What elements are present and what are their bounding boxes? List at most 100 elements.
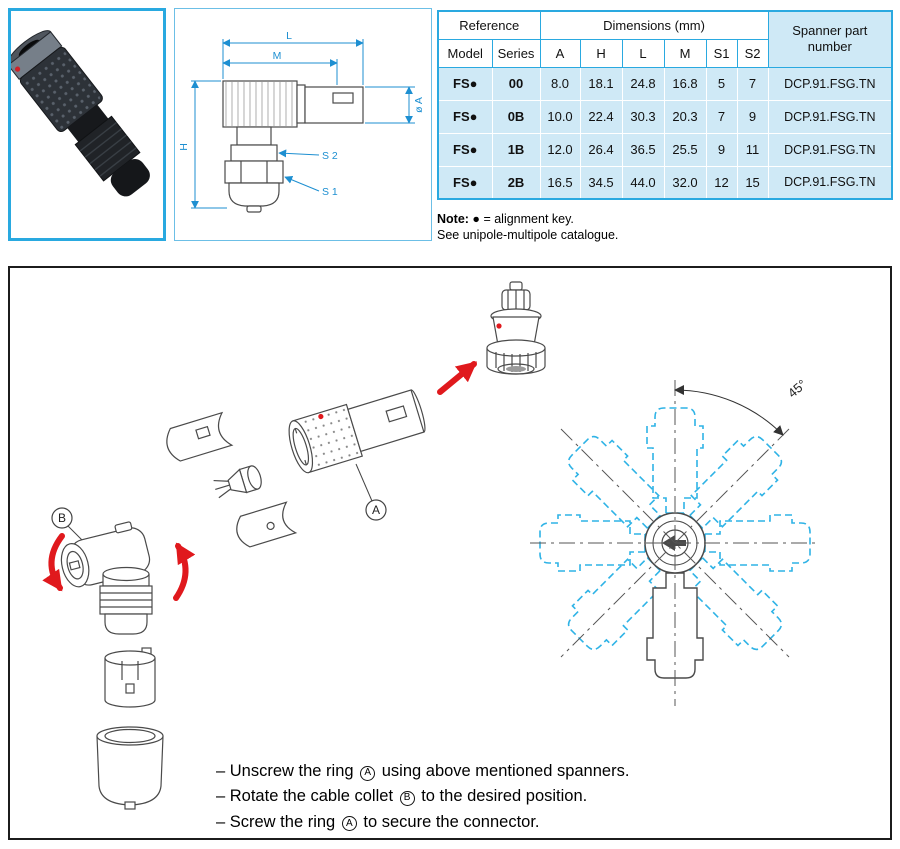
dim-s1-cell: 5 [705,66,738,101]
dim-l-cell: 30.3 [621,99,665,134]
dim-l-cell: 36.5 [621,132,665,167]
dim-s2-cell: 11 [736,132,769,167]
callout-b: B [51,507,83,541]
col-series: Series [491,38,541,68]
dim-a-cell: 8.0 [539,66,581,101]
center-line-diagonal [560,428,790,658]
dim-m-cell: 16.8 [663,66,707,101]
callout-a-inline: A [360,765,376,781]
dim-s1-cell: 7 [705,99,738,134]
table-header-spanner: Spanner part number [767,10,893,68]
note-label: Note: [437,212,469,226]
dim-a-cell: 12.0 [539,132,581,167]
connector-photo-illustration [7,30,150,197]
dimension-drawing: L M H ø A S 2 S 1 [178,30,425,213]
product-photo-frame [7,8,166,241]
series-cell: 1B [491,132,541,167]
dim-m-cell: 32.0 [663,165,707,200]
alignment-key-dot [318,413,324,420]
instruction-text: to the desired position. [416,787,588,806]
callout-b-inline: B [399,790,415,806]
instruction-text: to secure the connector. [358,812,540,831]
table-subheader-row: Model Series A H L M S1 S2 [437,38,892,68]
col-m: M [663,38,707,68]
dim-label-S1: S 1 [322,186,338,198]
instruction-line: – Rotate the cable collet B to the desir… [216,785,816,807]
connector-side-view [222,80,364,213]
instruction-text: using above mentioned spanners. [377,762,630,780]
dim-label-S2: S 2 [322,150,338,162]
dim-h-cell: 22.4 [579,99,623,134]
callout-a: A [355,463,387,521]
center-line-diagonal [560,428,790,658]
dim-label-M: M [273,50,282,62]
angle-arc [674,385,784,436]
dim-s2-cell: 15 [736,165,769,200]
spanner-cell: DCP.91.FSG.TN [767,132,893,167]
dim-h-cell: 18.1 [579,66,623,101]
rotate-arrow-left [42,533,65,592]
col-a: A [539,38,581,68]
part-contact-insert [213,465,262,499]
table-row: FS● 0B 10.0 22.4 30.3 20.3 7 9 DCP.91.FS… [437,99,893,134]
part-collet [104,647,156,708]
dim-s2-cell: 7 [736,66,769,101]
dim-label-H: H [178,143,190,151]
series-cell: 00 [491,66,541,101]
table-header-row: Reference Dimensions (mm) Spanner part n… [437,10,893,68]
table-header-reference: Reference [437,10,541,40]
dim-s2-cell: 9 [736,99,769,134]
dim-a-cell: 16.5 [539,165,581,200]
instruction-line: – Unscrew the ring A using above mention… [216,760,816,782]
col-h: H [579,38,623,68]
part-cable-collet [60,521,153,635]
spanner-cell: DCP.91.FSG.TN [767,99,893,134]
col-s2: S2 [736,38,769,68]
angle-label: 45° [785,376,810,400]
series-cell: 0B [491,99,541,134]
model-cell: FS● [437,99,493,134]
model-cell: FS● [437,132,493,167]
exploded-view: A [42,281,546,810]
spanner-cell: DCP.91.FSG.TN [767,66,893,101]
col-model: Model [437,38,493,68]
connector-photo-body [7,30,150,197]
assembly-arrow [437,361,478,395]
table-row: FS● 2B 16.5 34.5 44.0 32.0 12 15 DCP.91.… [437,165,893,200]
part-rear-nut [486,281,546,375]
callout-b-label: B [58,511,66,525]
callout-a-label: A [372,503,380,517]
model-cell: FS● [437,165,493,200]
spanner-cell: DCP.91.FSG.TN [767,165,893,200]
dim-s1-cell: 9 [705,132,738,167]
dim-m-cell: 20.3 [663,99,707,134]
dimension-drawing-frame: L M H ø A S 2 S 1 [174,8,432,241]
series-cell: 2B [491,165,541,200]
col-s1: S1 [705,38,738,68]
table-header-dimensions: Dimensions (mm) [539,10,769,40]
callout-a-inline: A [341,816,357,832]
alignment-key-dot [14,66,21,72]
alignment-key-dot [496,323,502,329]
note-line2: See unipole-multipole catalogue. [437,228,619,243]
instruction-line: – Screw the ring A to secure the connect… [216,811,816,833]
model-cell: FS● [437,66,493,101]
part-half-shell-top [166,411,234,462]
dim-l-cell: 24.8 [621,66,665,101]
dim-l-cell: 44.0 [621,165,665,200]
dim-h-cell: 34.5 [579,165,623,200]
dim-m-cell: 25.5 [663,132,707,167]
assembly-panel: 45° [8,266,892,840]
col-l: L [621,38,665,68]
assembly-instructions: – Unscrew the ring A using above mention… [216,760,816,836]
note-text: ● = alignment key. [468,212,574,226]
instruction-text: – Unscrew the ring [216,762,359,780]
orientation-arrow [662,535,686,551]
dim-s1-cell: 12 [705,165,738,200]
instruction-text: – Screw the ring [216,812,340,831]
dimension-lines: L M H ø A S 2 S 1 [178,30,425,209]
dim-label-dia-A: ø A [413,97,425,113]
dim-a-cell: 10.0 [539,99,581,134]
dim-label-L: L [286,30,292,42]
table-row: FS● 00 8.0 18.1 24.8 16.8 5 7 DCP.91.FSG… [437,66,893,101]
